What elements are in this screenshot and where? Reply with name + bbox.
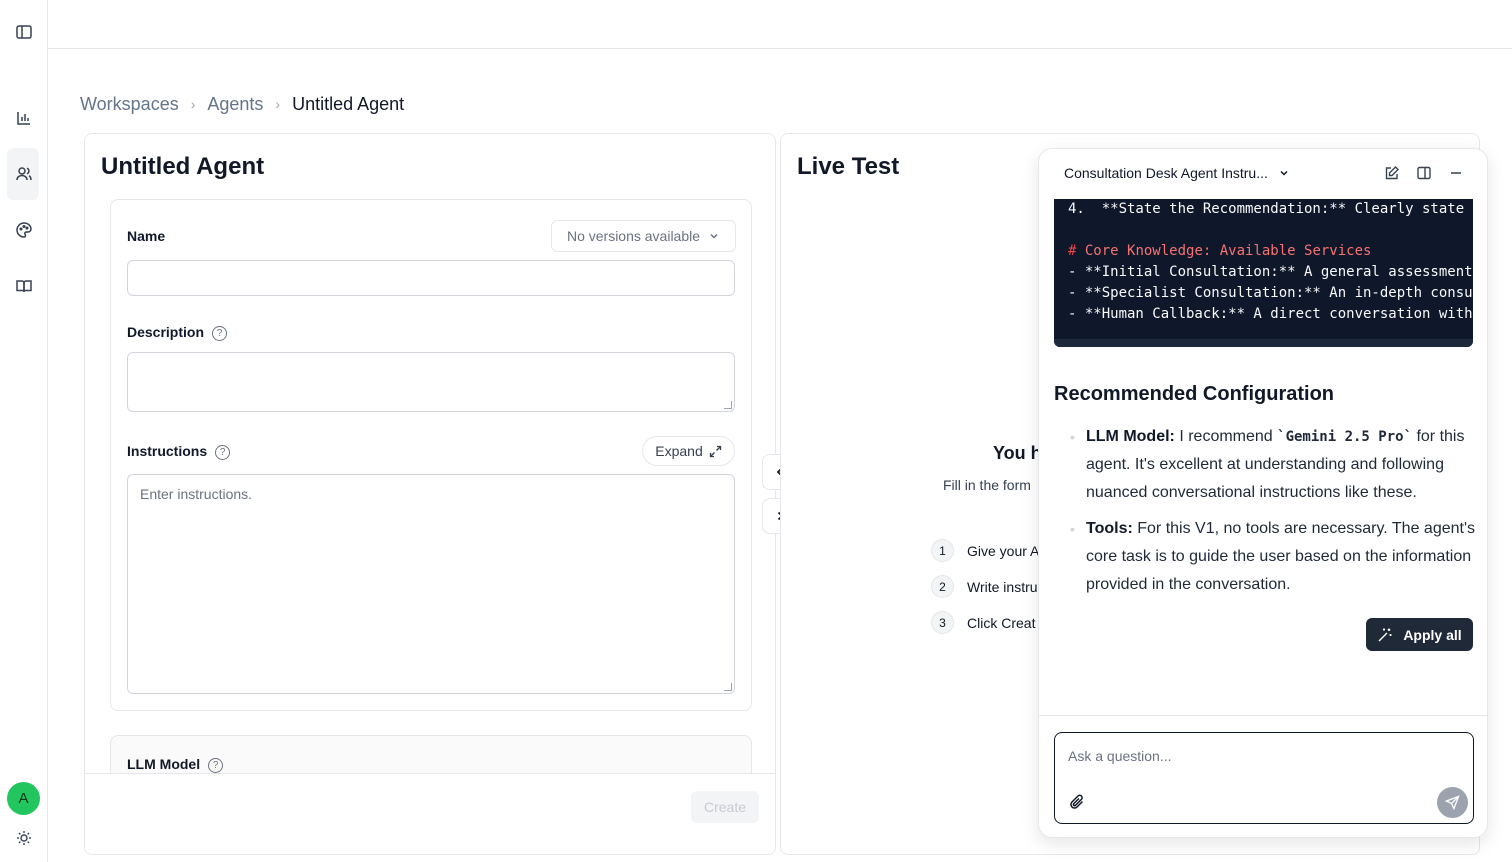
breadcrumb-workspaces[interactable]: Workspaces	[80, 93, 179, 114]
breadcrumb: Workspaces › Agents › Untitled Agent	[80, 92, 404, 116]
bullet-text: I recommend	[1174, 428, 1278, 445]
assistant-panel: 4. **State the Recommendation:** Clearly…	[1038, 148, 1488, 838]
code-block: 4. **State the Recommendation:** Clearly…	[1054, 197, 1473, 347]
breadcrumb-chevron-icon: ›	[275, 96, 281, 112]
bullet-bold: Tools:	[1086, 520, 1133, 537]
editor-footer: Create	[85, 773, 775, 854]
description-label-row: Description?	[127, 324, 228, 341]
code-line: 4. **State the Recommendation:** Clearly…	[1068, 201, 1473, 217]
expand-arrows-icon	[709, 445, 721, 457]
palette-icon[interactable]	[14, 220, 34, 240]
split-panel-icon[interactable]	[1415, 164, 1433, 182]
bullet-text: For this V1, no tools are necessary. The…	[1086, 520, 1476, 593]
code-scrollbar[interactable]	[1054, 339, 1473, 347]
resize-handle-icon[interactable]	[724, 683, 732, 691]
apply-all-button[interactable]: Apply all	[1366, 618, 1473, 651]
list-item: Tools: For this V1, no tools are necessa…	[1070, 515, 1480, 599]
code-heading-text: Core Knowledge: Available Services	[1084, 243, 1372, 259]
minimize-icon[interactable]	[1447, 164, 1465, 182]
code-line: - **Specialist Consultation:** An in-dep…	[1068, 285, 1473, 301]
agent-editor-panel: Untitled Agent Name No versions availabl…	[84, 133, 776, 855]
expand-label: Expand	[655, 443, 703, 459]
bullet-bold: LLM Model:	[1086, 428, 1175, 445]
step-number: 1	[931, 539, 954, 562]
chevron-down-icon	[710, 233, 718, 239]
new-chat-edit-icon[interactable]	[1383, 164, 1401, 182]
create-button[interactable]: Create	[691, 791, 759, 823]
step-text: Click Creat	[967, 614, 1036, 631]
instructions-label: Instructions	[127, 443, 208, 459]
apply-all-label: Apply all	[1403, 626, 1462, 643]
empty-state-title: You h	[993, 443, 1042, 463]
conversation-title: Consultation Desk Agent Instru...	[1064, 165, 1268, 181]
assistant-header: Consultation Desk Agent Instru...	[1039, 149, 1487, 199]
list-item: LLM Model: I recommend `Gemini 2.5 Pro` …	[1070, 423, 1480, 507]
chat-input-placeholder: Ask a question...	[1068, 748, 1172, 764]
code-hash: #	[1068, 243, 1077, 259]
analytics-icon[interactable]	[14, 108, 34, 128]
chat-input[interactable]: Ask a question...	[1054, 732, 1474, 824]
instructions-label-row: Instructions?	[127, 443, 231, 460]
bullet-code: `Gemini 2.5 Pro`	[1277, 429, 1412, 445]
setup-step: 3 Click Creat	[931, 611, 1035, 634]
versions-dropdown-label: No versions available	[566, 228, 701, 244]
section-title: Recommended Configuration	[1054, 383, 1335, 405]
send-button[interactable]	[1437, 787, 1468, 818]
editor-title: Untitled Agent	[101, 153, 265, 180]
llm-label-row: LLM Model?	[127, 756, 224, 773]
magic-wand-icon	[1378, 628, 1392, 641]
step-number: 2	[931, 575, 954, 598]
code-line: - **Initial Consultation:** A general as…	[1068, 264, 1473, 280]
step-number: 3	[931, 611, 954, 634]
expand-button[interactable]: Expand	[642, 436, 735, 466]
composer-divider	[1039, 715, 1487, 716]
help-icon[interactable]: ?	[208, 757, 224, 773]
breadcrumb-agents[interactable]: Agents	[207, 93, 264, 114]
step-text: Give your A	[967, 542, 1040, 559]
code-line: - **Human Callback:** A direct conversat…	[1068, 306, 1473, 322]
chevron-down-icon	[1280, 170, 1288, 176]
live-test-title: Live Test	[797, 153, 900, 180]
recommendation-list: LLM Model: I recommend `Gemini 2.5 Pro` …	[1070, 423, 1480, 607]
versions-dropdown[interactable]: No versions available	[551, 220, 736, 252]
description-label: Description	[127, 324, 205, 340]
breadcrumb-current: Untitled Agent	[292, 93, 405, 114]
setup-step: 2 Write instru	[931, 575, 1038, 598]
instructions-textarea[interactable]: Enter instructions.	[127, 474, 735, 694]
paperclip-icon[interactable]	[1068, 793, 1086, 811]
send-icon	[1445, 795, 1460, 810]
user-avatar[interactable]: A	[7, 782, 40, 815]
sidebar-toggle-icon[interactable]	[14, 22, 34, 42]
setup-step: 1 Give your A	[931, 539, 1039, 562]
resize-handle-icon[interactable]	[724, 401, 732, 409]
theme-sun-icon[interactable]	[14, 828, 34, 848]
bullet-text: for this agent. It's excellent at unders…	[1086, 428, 1465, 501]
agents-icon[interactable]	[14, 164, 34, 184]
docs-book-icon[interactable]	[14, 276, 34, 296]
conversation-selector[interactable]: Consultation Desk Agent Instru...	[1064, 165, 1290, 181]
top-bar	[48, 0, 1512, 49]
empty-state-subtitle: Fill in the form	[943, 477, 1031, 493]
llm-model-label: LLM Model	[127, 756, 201, 772]
breadcrumb-chevron-icon: ›	[190, 96, 196, 112]
agent-form-card: Name No versions available Description? …	[110, 199, 752, 711]
instructions-placeholder: Enter instructions.	[140, 486, 253, 502]
name-label: Name	[127, 228, 166, 244]
step-text: Write instru	[967, 578, 1038, 595]
left-rail: A	[0, 0, 48, 862]
name-input[interactable]	[127, 260, 735, 296]
help-icon[interactable]: ?	[215, 444, 231, 460]
code-line-heading: # Core Knowledge: Available Services	[1068, 243, 1371, 259]
help-icon[interactable]: ?	[212, 325, 228, 341]
description-textarea[interactable]	[127, 352, 735, 412]
